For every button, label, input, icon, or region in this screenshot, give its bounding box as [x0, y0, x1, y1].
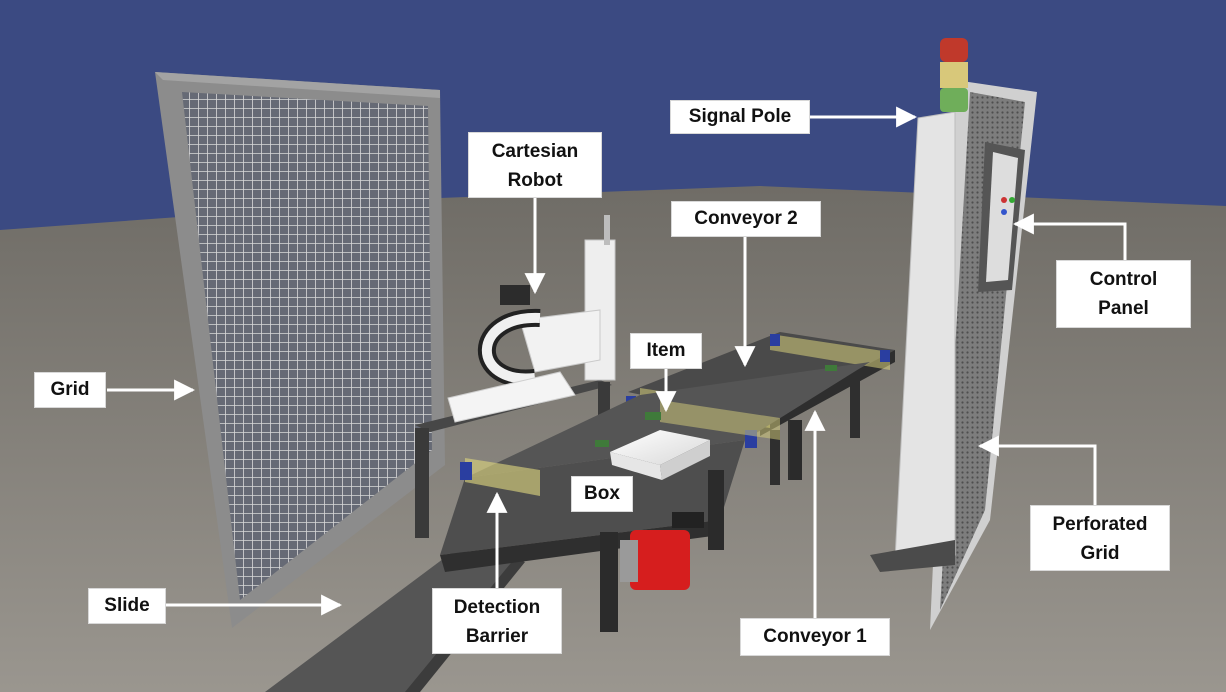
arrow-control-panel: [1012, 213, 1127, 263]
label-slide: Slide: [88, 588, 166, 624]
signal-pole-icon: [940, 38, 968, 112]
label-grid: Grid: [34, 372, 106, 408]
motor-icon: [620, 512, 704, 590]
label-perforated-grid: Perforated Grid: [1030, 505, 1170, 571]
item-small: [595, 440, 609, 447]
box-icon: [610, 430, 710, 480]
label-signal-pole: Signal Pole: [670, 100, 810, 134]
label-box: Box: [571, 476, 633, 512]
item-small-2: [825, 365, 837, 371]
cartesian-robot-icon: [447, 215, 616, 423]
pointer-arrows: [107, 106, 1127, 618]
label-detection-barrier: Detection Barrier: [432, 588, 562, 654]
label-conveyor-1: Conveyor 1: [740, 618, 890, 656]
label-conveyor-2: Conveyor 2: [671, 201, 821, 237]
slide-icon: [265, 550, 520, 692]
control-cabinet: [870, 111, 956, 572]
arrow-perforated-grid: [977, 435, 1097, 506]
label-item: Item: [630, 333, 702, 369]
item-icon: [645, 412, 661, 420]
safety-grid-icon: [155, 72, 445, 628]
control-panel-icon: [978, 142, 1025, 292]
label-control-panel: Control Panel: [1056, 260, 1191, 328]
label-cartesian-robot: Cartesian Robot: [468, 132, 602, 198]
